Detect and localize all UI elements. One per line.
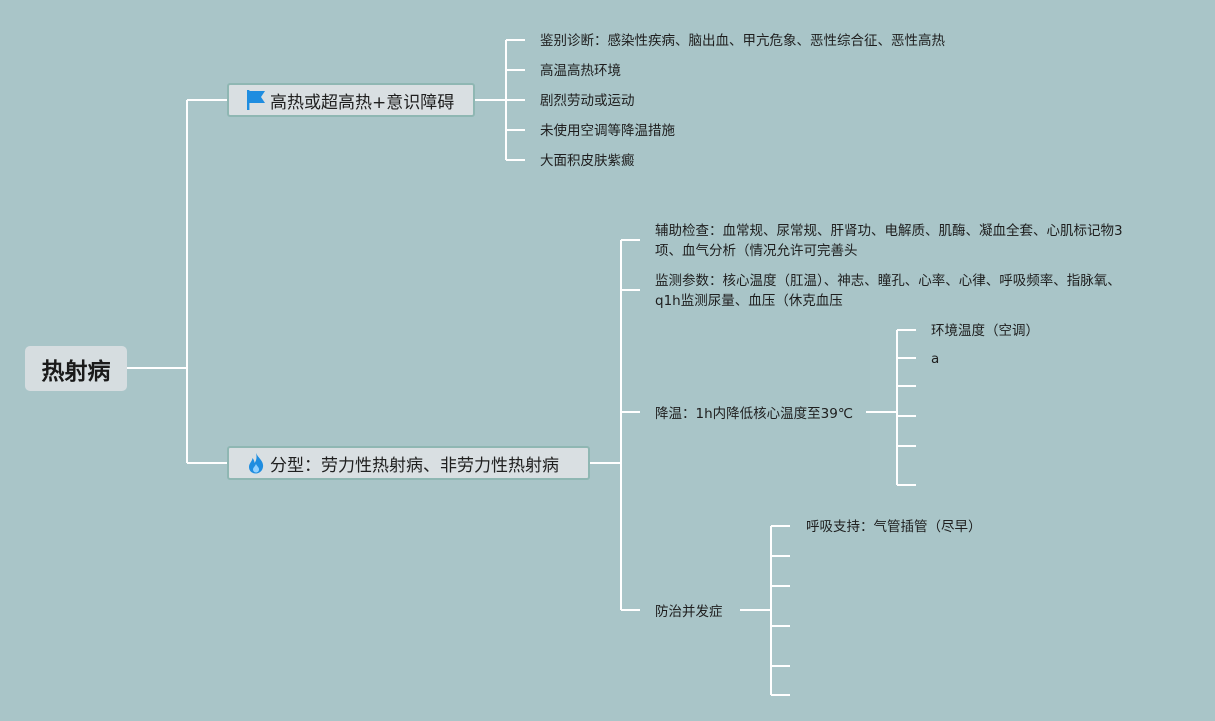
connector-cooling (866, 329, 916, 486)
branch-high-fever[interactable]: 高热或超高热+意识障碍 (227, 83, 475, 117)
branch-label: 分型：劳力性热射病、非劳力性热射病 (270, 455, 559, 476)
flag-icon (245, 89, 267, 111)
leaf-purpura[interactable]: 大面积皮肤紫癜 (540, 153, 635, 169)
leaf-no-cooling[interactable]: 未使用空调等降温措施 (540, 123, 675, 139)
leaf-strenuous-exercise[interactable]: 剧烈劳动或运动 (540, 93, 635, 109)
root-label: 热射病 (41, 358, 111, 385)
leaf-complications[interactable]: 防治并发症 (655, 604, 723, 620)
leaf-ambient-temperature[interactable]: 环境温度（空调） (931, 323, 1039, 339)
root-node[interactable]: 热射病 (25, 346, 127, 391)
connector-branch-2 (590, 239, 640, 611)
leaf-hot-environment[interactable]: 高温高热环境 (540, 63, 621, 79)
leaf-differential-diagnosis[interactable]: 鉴别诊断：感染性疾病、脑出血、甲亢危象、恶性综合征、恶性高热 (540, 33, 945, 49)
branch-classification[interactable]: 分型：劳力性热射病、非劳力性热射病 (227, 446, 590, 480)
branch-label: 高热或超高热+意识障碍 (270, 92, 455, 113)
connector-branch-1 (475, 39, 525, 161)
leaf-a[interactable]: a (931, 351, 940, 367)
connector-complications (740, 525, 790, 696)
leaf-auxiliary-exams[interactable]: 辅助检查：血常规、尿常规、肝肾功、电解质、肌酶、凝血全套、心肌标记物3项、血气分… (655, 223, 1123, 259)
leaf-monitoring-params[interactable]: 监测参数：核心温度（肛温）、神志、瞳孔、心率、心律、呼吸频率、指脉氧、q1h监测… (655, 273, 1121, 309)
flame-icon (245, 452, 267, 474)
leaf-respiratory-support[interactable]: 呼吸支持：气管插管（尽早） (806, 519, 982, 535)
connector-root (127, 99, 227, 464)
leaf-cooling[interactable]: 降温：1h内降低核心温度至39℃ (655, 406, 853, 422)
